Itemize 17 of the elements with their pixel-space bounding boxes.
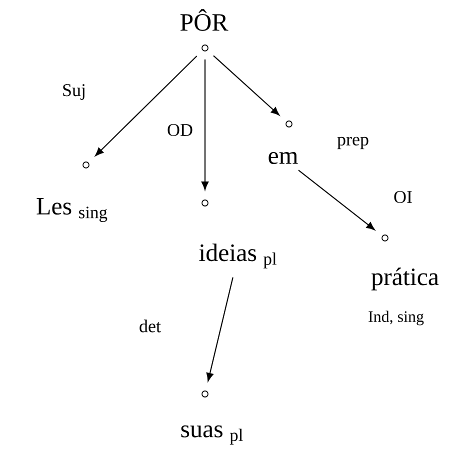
word-label: suas $_{pl}$: [181, 425, 243, 445]
arrow: [298, 170, 375, 230]
arrow: [206, 277, 234, 382]
word-label: ideias $_{pl}$: [199, 244, 276, 268]
edge-label: OD: [166, 122, 194, 138]
relation-label: prep: [337, 136, 368, 150]
feature-label: Ind, sing: [368, 310, 424, 326]
arrow: [213, 55, 280, 116]
edge-label: det: [138, 318, 162, 334]
arrow: [201, 59, 209, 190]
word-label: prática: [371, 268, 439, 290]
edge-label: Suj: [61, 83, 87, 101]
word-label: Les $_{sing}$: [36, 198, 108, 222]
arrow: [95, 56, 198, 156]
word-label: em: [268, 152, 298, 164]
word-label: PÔR: [180, 9, 228, 31]
edge-label: OI: [392, 190, 414, 204]
